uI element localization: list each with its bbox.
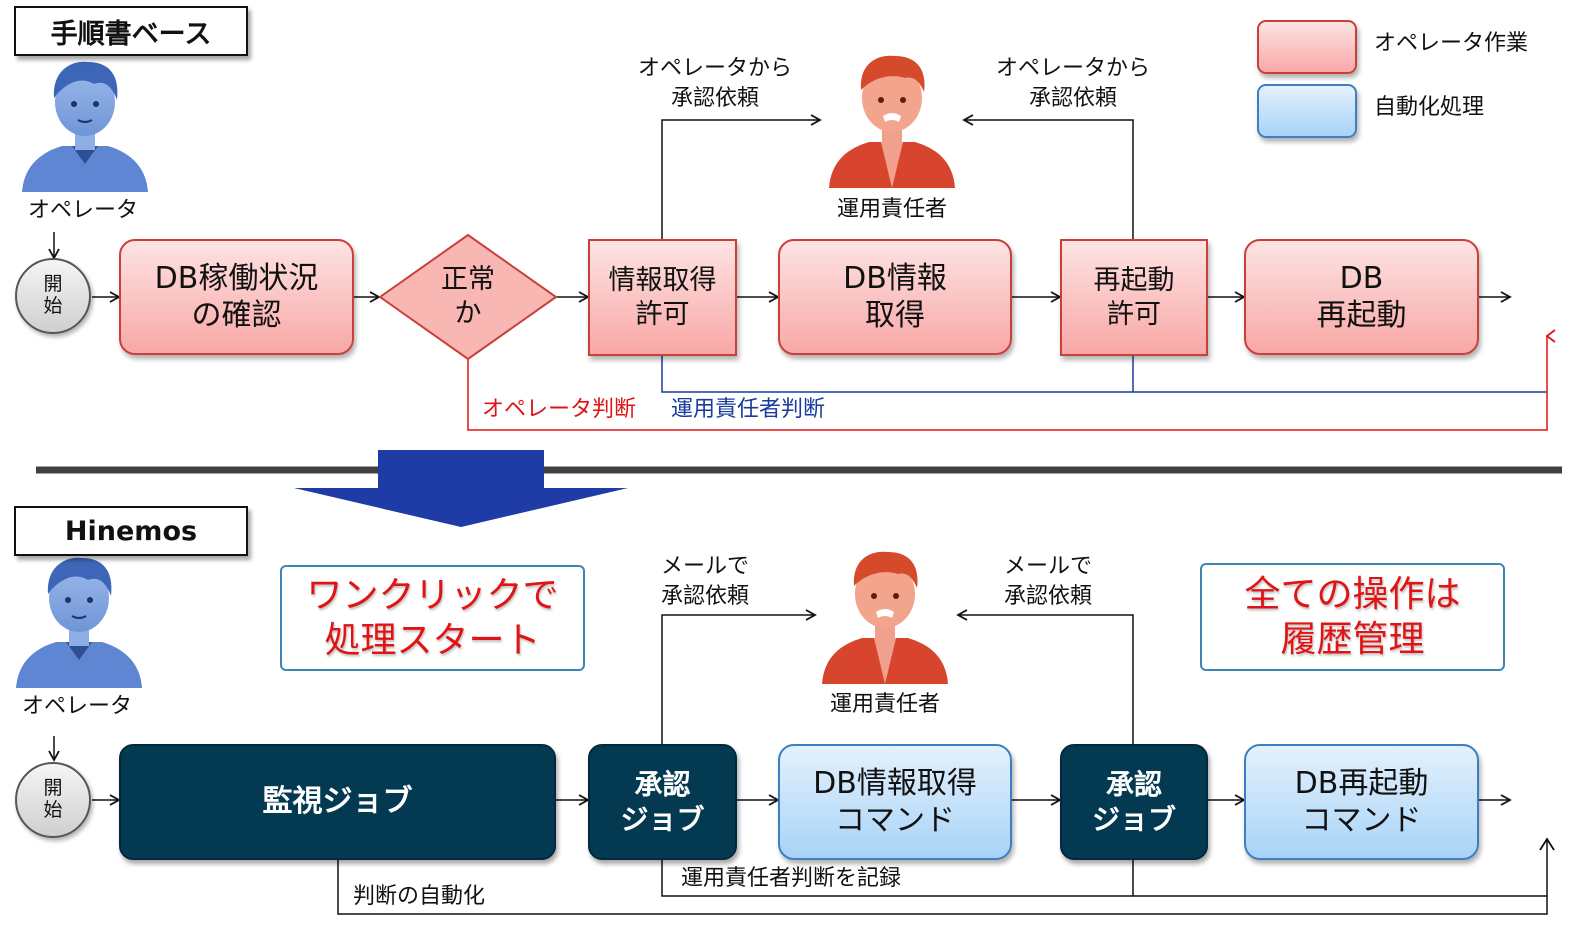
start-char-1: 開 [43,777,63,800]
cmd-line-1: DB再起動 [1294,765,1429,801]
step-restart-permit[interactable]: 再起動 許可 [1060,239,1208,356]
legend-swatch-operator [1257,20,1357,74]
request-line-1: オペレータから [995,56,1150,81]
top-judgment-lines [467,336,1547,431]
step-db-info-get[interactable]: DB情報 取得 [778,239,1012,355]
step-line-2: 許可 [1107,298,1161,330]
cmd-line-2: コマンド [1301,803,1422,838]
mail-line-2: 承認依頼 [660,583,749,609]
manager-judgment-label: 運用責任者判断 [671,397,826,422]
mail-label-left: メールで 承認依頼 [620,552,790,611]
callout-line-2: 履歴管理 [1280,619,1425,660]
request-line-2: 承認依頼 [1028,85,1117,111]
cmd-line-2: コマンド [835,803,955,838]
start-node-top[interactable]: 開 始 [15,258,91,334]
one-click-callout: ワンクリックで 処理スタート [280,565,585,671]
step-line-1: DB稼働状況 [154,260,319,296]
decision-normal[interactable]: 正常 か [395,250,541,344]
cmd-line-1: DB情報取得 [813,765,977,801]
start-char-2: 始 [43,295,63,317]
job-line-1: 承認 [634,768,691,801]
callout-line-2: 処理スタート [324,620,541,661]
start-node-bottom[interactable]: 開 始 [15,762,91,838]
step-line-2: 取得 [865,298,925,333]
request-line-1: オペレータから [637,56,792,81]
operator-bottom-label: オペレータ [21,694,132,719]
top-flow-arrows [48,114,1512,303]
request-label-left-top: オペレータから 承認依頼 [610,54,820,113]
callout-line-1: ワンクリックで [306,575,559,616]
manager-top-label: 運用責任者 [836,197,947,222]
approval-job-2[interactable]: 承認 ジョブ [1060,744,1208,860]
step-info-permit[interactable]: 情報取得 許可 [588,239,737,356]
job-line-2: ジョブ [620,803,705,836]
section-label-manual: 手順書ベース [14,6,248,56]
step-line-2: の確認 [191,298,282,333]
step-line-2: 許可 [635,298,690,330]
step-line-1: DB情報 [843,260,947,296]
request-line-2: 承認依頼 [670,85,759,111]
bottom-flow-arrows [48,609,1555,915]
history-callout: 全ての操作は 履歴管理 [1200,563,1505,671]
operator-top-icon [22,61,148,192]
mail-line-1: メールで [1003,554,1092,579]
mail-line-1: メールで [660,554,749,579]
transition-arrow [294,450,628,527]
operator-judgment-label: オペレータ判断 [482,397,637,422]
mail-label-right: メールで 承認依頼 [963,552,1133,611]
start-char-2: 始 [43,799,63,821]
record-judgment-label: 運用責任者判断を記録 [681,866,902,891]
section-label-hinemos: Hinemos [14,506,248,556]
manager-top-icon [829,55,955,188]
manager-bottom-icon [822,551,948,684]
monitor-job-label: 監視ジョブ [262,784,413,820]
mail-line-2: 承認依頼 [1003,583,1092,609]
step-line-1: 情報取得 [608,264,717,296]
operator-bottom-icon [16,557,142,688]
start-char-1: 開 [43,273,63,296]
legend-automation: 自動化処理 [1374,95,1485,120]
step-line-1: DB [1339,260,1384,296]
legend-operator-work: オペレータ作業 [1374,31,1529,56]
db-restart-command[interactable]: DB再起動 コマンド [1244,744,1479,860]
approval-job-1[interactable]: 承認 ジョブ [588,744,737,860]
callout-line-1: 全ての操作は [1244,574,1461,615]
step-line-1: 再起動 [1093,264,1175,296]
manager-bottom-label: 運用責任者 [829,692,940,717]
job-line-2: ジョブ [1091,803,1176,836]
job-line-1: 承認 [1105,768,1162,801]
auto-judgment-label: 判断の自動化 [353,884,486,909]
operator-top-label: オペレータ [27,198,138,223]
step-db-restart[interactable]: DB 再起動 [1244,239,1479,355]
monitor-job[interactable]: 監視ジョブ [119,744,556,860]
decision-diamond [378,233,558,361]
request-label-right-top: オペレータから 承認依頼 [968,54,1178,113]
step-check-db-status[interactable]: DB稼働状況 の確認 [119,239,354,355]
decision-line-2: か [454,298,482,329]
decision-line-1: 正常 [441,264,495,296]
legend-swatch-automation [1257,84,1357,138]
step-line-2: 再起動 [1316,298,1407,333]
db-info-command[interactable]: DB情報取得 コマンド [778,744,1012,860]
